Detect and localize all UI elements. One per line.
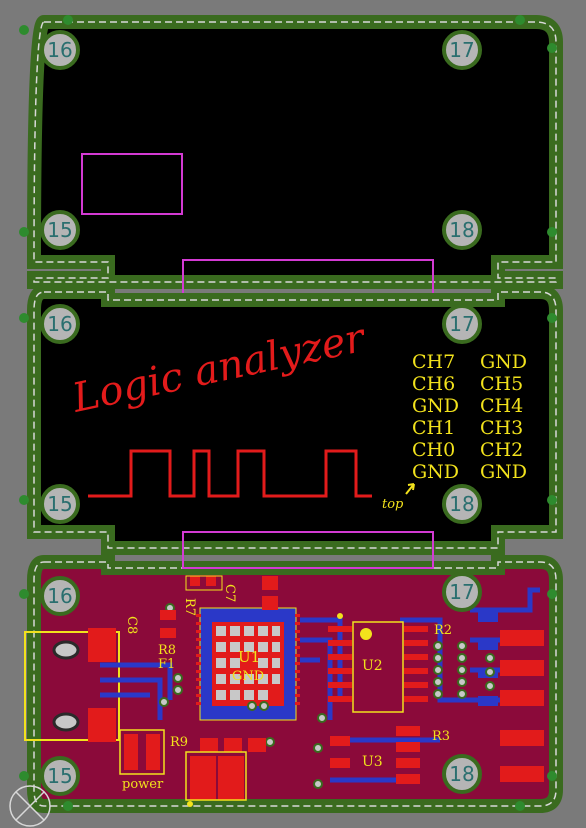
chip-u1: [196, 607, 300, 721]
connector-pads-right: [500, 630, 544, 782]
pin-label-left: CH7: [412, 351, 455, 373]
pin-label-right: CH2: [480, 439, 523, 461]
designator-c8: C8: [124, 616, 139, 634]
usb-connector-outline: [24, 631, 120, 741]
designator-r8: R8: [158, 643, 176, 658]
hole-label: 15: [47, 492, 72, 516]
designator-r3: R3: [432, 729, 450, 744]
hole-label: 18: [449, 492, 474, 516]
designator-r7: R7: [182, 598, 197, 616]
designator-u2: U2: [362, 658, 383, 674]
hole-label: 17: [449, 580, 474, 604]
mounting-hole: 16: [40, 30, 80, 70]
mounting-hole: 16: [40, 304, 80, 344]
pin-label-left: GND: [412, 461, 459, 483]
usb-pad-top: [52, 640, 80, 660]
pin-label-right: CH4: [480, 395, 523, 417]
hole-label: 15: [47, 764, 72, 788]
board-panel-top: [26, 15, 563, 297]
designator-u3: U3: [362, 754, 383, 770]
mounting-hole: 16: [40, 576, 80, 616]
hole-label: 15: [47, 218, 72, 242]
mounting-hole: 15: [40, 484, 80, 524]
pin-label-left: CH0: [412, 439, 455, 461]
designator-u1-gnd: GND: [232, 669, 264, 684]
origin-marker-icon: [9, 785, 51, 827]
pin-label-right: GND: [480, 351, 527, 373]
mounting-hole: 17: [442, 30, 482, 70]
hole-label: 17: [449, 312, 474, 336]
pin-label-right: CH3: [480, 417, 523, 439]
top-label: top: [382, 497, 404, 512]
hole-label: 18: [449, 218, 474, 242]
top-arrow-icon: [405, 483, 415, 495]
designator-u1: U1: [238, 648, 260, 666]
power-label: power: [122, 777, 164, 792]
pin-label-right: GND: [480, 461, 527, 483]
board-panel-middle: [27, 285, 563, 569]
chip-u2: [328, 621, 428, 713]
mounting-hole: 15: [40, 756, 80, 796]
pinout-table: CH7 CH6 GND CH1 CH0 GND GND CH5 CH4 CH3 …: [412, 351, 527, 483]
mounting-hole: 18: [442, 484, 482, 524]
hole-label: 16: [47, 312, 72, 336]
logic-waveform: [88, 449, 372, 498]
designator-r9: R9: [170, 735, 188, 750]
usb-pad-bottom: [52, 712, 80, 732]
mounting-hole: 18: [442, 210, 482, 250]
designator-r2: R2: [434, 623, 452, 638]
board-panel-bottom: [24, 531, 563, 813]
designator-c7: C7: [222, 584, 237, 602]
pin-label-left: CH1: [412, 417, 455, 439]
pin-label-left: CH6: [412, 373, 455, 395]
mounting-hole: 17: [442, 304, 482, 344]
hole-label: 16: [47, 584, 72, 608]
mounting-hole: 15: [40, 210, 80, 250]
designator-f1: F1: [158, 657, 175, 672]
hole-label: 17: [449, 38, 474, 62]
hole-label: 18: [449, 762, 474, 786]
mounting-hole: 17: [442, 572, 482, 612]
hole-label: 16: [47, 38, 72, 62]
mounting-holes: 16 17 15 18 16 17 15 18: [40, 30, 482, 796]
pin-label-left: GND: [412, 395, 459, 417]
mounting-hole: 18: [442, 754, 482, 794]
pin-label-right: CH5: [480, 373, 523, 395]
keepout-zone-a: [81, 153, 183, 215]
